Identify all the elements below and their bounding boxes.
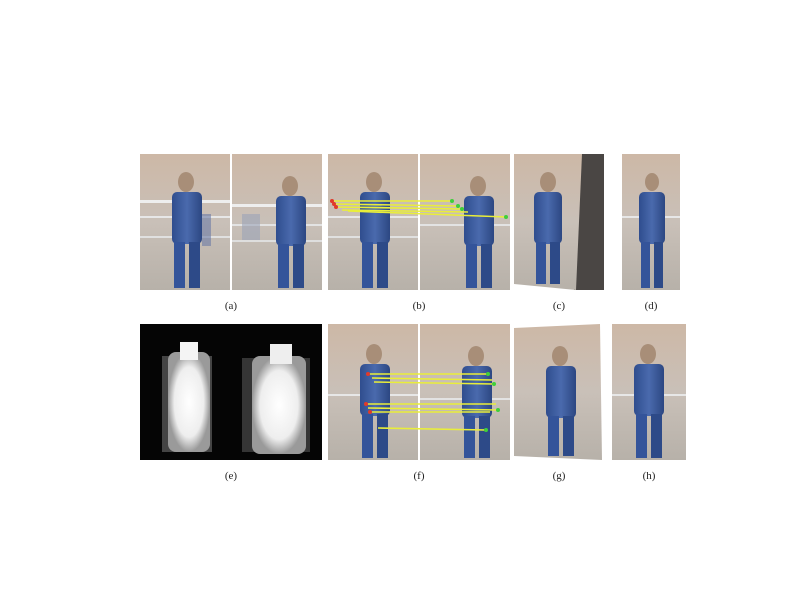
panel-g (514, 324, 604, 460)
photo-left (140, 154, 230, 290)
panel-h-image (612, 324, 686, 460)
keypoints-right (484, 372, 500, 432)
panel-a (140, 154, 322, 290)
panel-f-matches (328, 324, 510, 460)
panel-e-saliency (140, 324, 322, 460)
panel-b-matches (328, 154, 510, 290)
caption-a: (a) (224, 300, 238, 312)
panel-g-warped (514, 324, 604, 460)
caption-d: (d) (644, 300, 658, 312)
saliency-left (162, 342, 212, 452)
caption-c: (c) (552, 300, 566, 312)
panel-a-image-pair (140, 154, 322, 290)
panel-f (328, 324, 510, 460)
keypoints-left (364, 372, 372, 414)
panel-e (140, 324, 322, 460)
photo-right (420, 154, 510, 290)
panel-c (514, 154, 604, 290)
photo-left (328, 154, 418, 290)
panel-h (612, 324, 686, 460)
caption-b: (b) (412, 300, 426, 312)
panel-c-warped (514, 154, 604, 290)
panel-d-image (622, 154, 680, 290)
panel-b (328, 154, 510, 290)
photo-left (328, 324, 418, 460)
caption-f: (f) (413, 470, 425, 482)
saliency-right (242, 344, 310, 454)
photo-right (232, 154, 322, 290)
caption-h: (h) (642, 470, 656, 482)
keypoints-left (330, 199, 338, 209)
caption-g: (g) (552, 470, 566, 482)
panel-d (622, 154, 680, 290)
keypoints-right (450, 199, 508, 219)
match-lines (366, 373, 499, 431)
photo-right (420, 324, 510, 460)
match-lines (332, 200, 507, 218)
caption-e: (e) (224, 470, 238, 482)
